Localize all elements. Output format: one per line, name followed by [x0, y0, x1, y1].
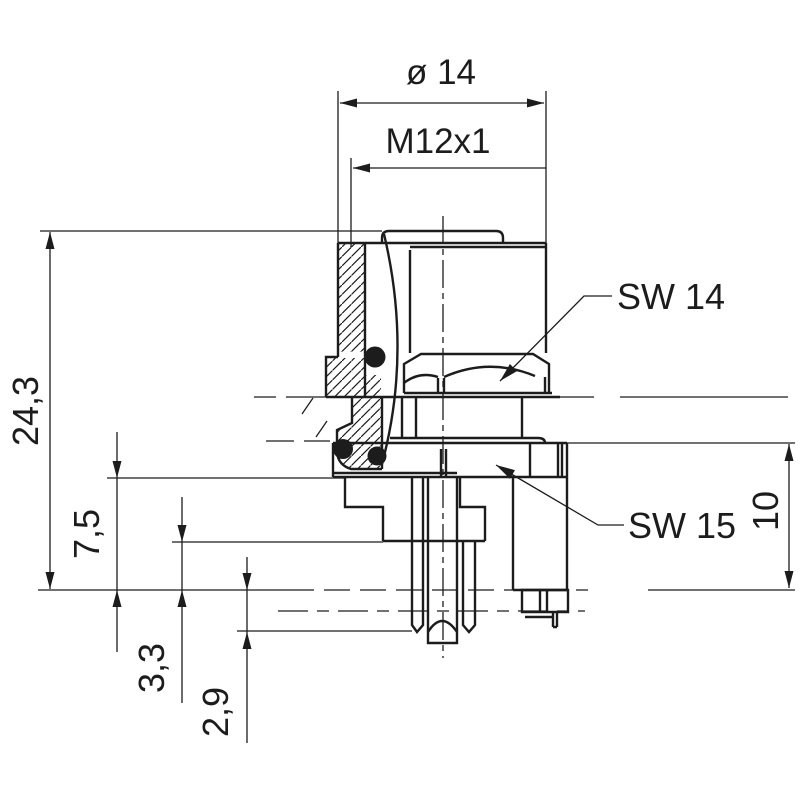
panel-break-tick: [315, 420, 328, 438]
top-cap: [380, 229, 505, 243]
dimension-diameter: ø 14: [337, 53, 547, 243]
side-latch: [520, 588, 570, 629]
dimension-rear-height: 7,5: [66, 432, 345, 652]
dim-diameter-label: ø 14: [406, 53, 476, 92]
lock-nut-sw15: [331, 436, 569, 479]
dimension-total-height: 24,3: [5, 230, 382, 591]
mounting-panel-line: [254, 396, 788, 442]
center-contact-dome: [426, 619, 458, 633]
center-contact: [426, 477, 459, 645]
dim-board-gap-label: 3,3: [131, 643, 172, 693]
inner-arc: [380, 233, 399, 465]
leader-sw15: SW 15: [495, 464, 736, 546]
pin-right: [461, 541, 477, 634]
solder-pins: [410, 477, 570, 645]
dim-total-height-label: 24,3: [5, 376, 46, 446]
o-ring-upper: [364, 346, 386, 368]
dimension-thread: M12x1: [350, 122, 546, 247]
section-hatch-flange: [327, 358, 365, 396]
section-hatch-wall: [339, 244, 364, 352]
o-ring-lower-right: [367, 446, 387, 466]
dimension-pin-protrusion: 2,9: [195, 557, 412, 743]
dimension-panel-depth: 10: [567, 442, 795, 591]
panel-break-tick: [301, 397, 314, 415]
dimension-board-gap: 3,3: [131, 497, 383, 703]
gland-pocket: [335, 397, 382, 471]
leader-sw14: SW 14: [499, 276, 725, 382]
label-sw15: SW 15: [628, 505, 736, 546]
dim-panel-depth-label: 10: [745, 491, 786, 531]
label-sw14: SW 14: [617, 276, 725, 317]
dim-thread-label: M12x1: [385, 122, 490, 161]
panel-neck: [400, 397, 524, 438]
dim-pin-protrusion-label: 2,9: [195, 687, 236, 737]
hex-nut-sw14: [402, 352, 552, 395]
pin-left: [410, 541, 425, 634]
section-hatch-upper-gland: [366, 375, 381, 396]
dim-rear-height-label: 7,5: [66, 509, 107, 559]
pcb-line: [278, 589, 588, 612]
